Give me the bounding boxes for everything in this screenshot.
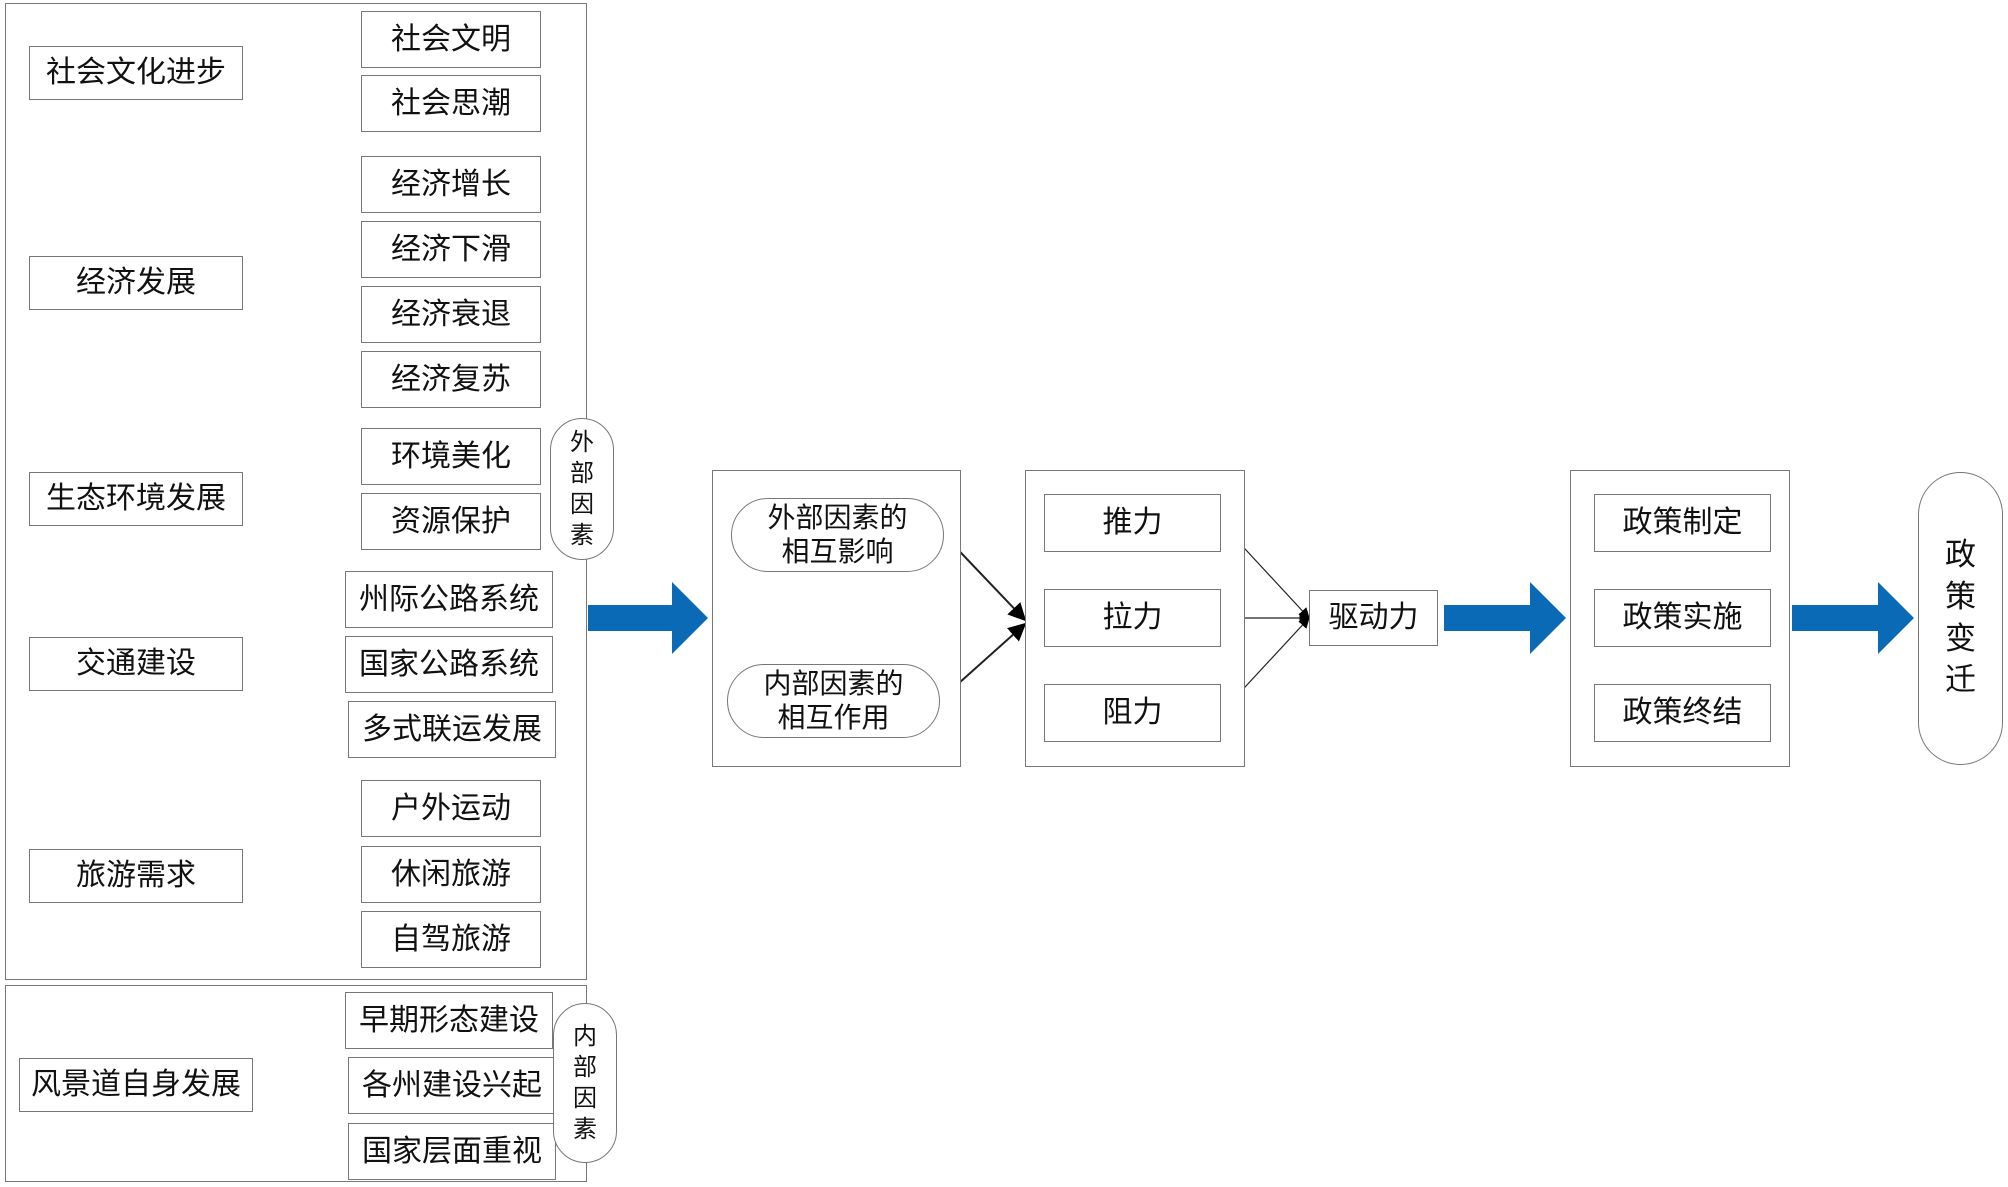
driving-force-box: 驱动力 <box>1309 590 1438 646</box>
policy-formulation: 政策制定 <box>1594 494 1771 552</box>
item-state-construction-rise: 各州建设兴起 <box>348 1057 556 1114</box>
policy-termination: 政策终结 <box>1594 684 1771 742</box>
item-resource-protection: 资源保护 <box>361 493 541 550</box>
internal-interaction-pill: 内部因素的 相互作用 <box>727 664 940 738</box>
item-national-highway: 国家公路系统 <box>345 636 553 693</box>
item-leisure-tourism: 休闲旅游 <box>361 846 541 903</box>
external-interaction-pill: 外部因素的 相互影响 <box>731 498 944 572</box>
force-resistance: 阻力 <box>1044 684 1221 742</box>
item-economic-recovery: 经济复苏 <box>361 351 541 408</box>
category-scenic-byway-development: 风景道自身发展 <box>19 1058 253 1112</box>
item-outdoor-sports: 户外运动 <box>361 780 541 837</box>
flow-arrow-policy-to-change <box>1792 582 1914 654</box>
flow-arrow-driving-to-policy <box>1444 582 1566 654</box>
category-social-culture: 社会文化进步 <box>29 46 243 100</box>
internal-factors-tag: 内部因素 <box>553 1003 617 1163</box>
item-social-civilization: 社会文明 <box>361 11 541 68</box>
force-push: 推力 <box>1044 494 1221 552</box>
item-social-thought: 社会思潮 <box>361 75 541 132</box>
item-interstate-highway: 州际公路系统 <box>345 571 553 628</box>
category-transport: 交通建设 <box>29 637 243 691</box>
item-economic-recession: 经济衰退 <box>361 286 541 343</box>
policy-implementation: 政策实施 <box>1594 589 1771 647</box>
item-self-drive-tourism: 自驾旅游 <box>361 911 541 968</box>
item-multimodal-transport: 多式联运发展 <box>348 701 556 758</box>
item-national-attention: 国家层面重视 <box>348 1123 556 1180</box>
item-economic-growth: 经济增长 <box>361 156 541 213</box>
item-economic-decline: 经济下滑 <box>361 221 541 278</box>
item-early-construction: 早期形态建设 <box>345 992 553 1049</box>
category-tourism-demand: 旅游需求 <box>29 849 243 903</box>
category-economy: 经济发展 <box>29 256 243 310</box>
external-factors-tag: 外部因素 <box>550 418 614 560</box>
item-environment-beautification: 环境美化 <box>361 428 541 485</box>
category-ecology: 生态环境发展 <box>29 472 243 526</box>
force-pull: 拉力 <box>1044 589 1221 647</box>
policy-change-pill: 政策变迁 <box>1918 472 2003 765</box>
flow-arrow-factors-to-interaction <box>588 582 708 654</box>
